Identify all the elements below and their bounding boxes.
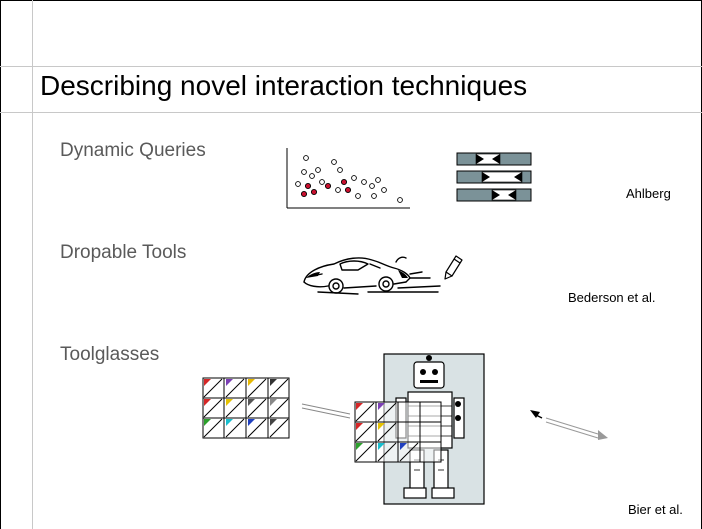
- scatter-plot-icon: [286, 148, 410, 209]
- credit-ahlberg: Ahlberg: [626, 186, 671, 201]
- layout-guide-top: [0, 66, 702, 67]
- toolglass-palette-icon: [202, 377, 290, 439]
- item-label-dropable-tools: Dropable Tools: [60, 242, 187, 263]
- layout-guide-vertical: [32, 0, 33, 529]
- credit-bederson: Bederson et al.: [568, 290, 656, 305]
- item-label-toolglasses: Toolglasses: [60, 344, 160, 365]
- item-label-dynamic-queries: Dynamic Queries: [60, 140, 206, 161]
- slide-border-top: [0, 0, 702, 1]
- cursor-arrow-icon: [530, 410, 608, 440]
- robot-illustration-icon: [354, 353, 485, 505]
- credit-bier: Bier et al.: [628, 502, 683, 517]
- crayon-icon: [444, 255, 463, 280]
- slide-border-left: [0, 0, 1, 529]
- range-slider-icon: [456, 152, 532, 202]
- layout-guide-title-bottom: [0, 112, 702, 113]
- motion-lines-left: [301, 403, 351, 419]
- cartoon-car-icon: [303, 256, 441, 295]
- slide-title: Describing novel interaction techniques: [40, 70, 528, 101]
